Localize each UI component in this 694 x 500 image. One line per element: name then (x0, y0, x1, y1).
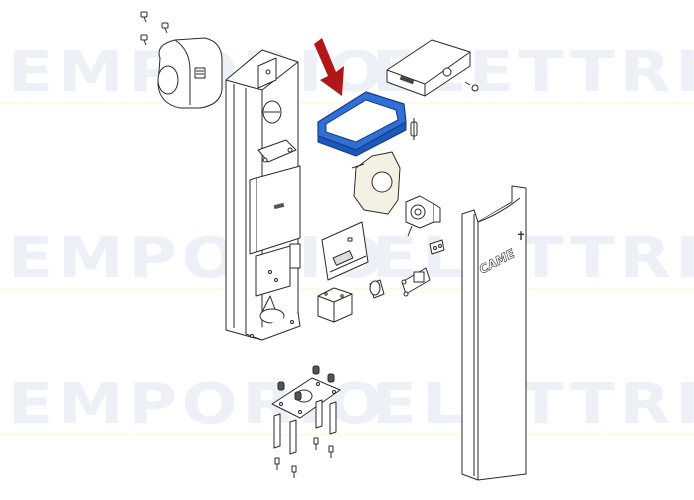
control-box-lid-icon (386, 39, 471, 97)
pointer-arrow-icon (314, 38, 344, 96)
anchor-bolts-icon (274, 437, 334, 478)
limit-bracket-icon (429, 239, 445, 255)
barrier-cabinet-icon (225, 49, 301, 341)
lid-screw-icon (464, 81, 479, 92)
watermark-underline (0, 434, 694, 436)
encoder-motor-icon (405, 195, 441, 237)
anchor-nuts-icon (277, 365, 335, 401)
watermark-right: ELETTRICO (372, 372, 694, 437)
screws-icon (140, 11, 169, 46)
watermark-underline (0, 102, 694, 104)
watermark-underline (0, 288, 694, 290)
watermark-left: EMPORIO (8, 226, 389, 291)
end-cap-icon (157, 37, 223, 109)
came-logo-icon: ✝ (516, 229, 526, 243)
capacitor-icon (369, 279, 385, 299)
control-board-icon (321, 221, 369, 281)
transformer-icon (317, 287, 353, 323)
front-cover-icon: CAME ✝ (461, 185, 527, 481)
gear-motor-housing-icon (351, 151, 401, 215)
terminal-plate-icon (401, 267, 431, 297)
anchor-brackets-icon (273, 399, 337, 455)
gasket-icon (317, 91, 407, 157)
cable-gland-icon (410, 118, 418, 140)
